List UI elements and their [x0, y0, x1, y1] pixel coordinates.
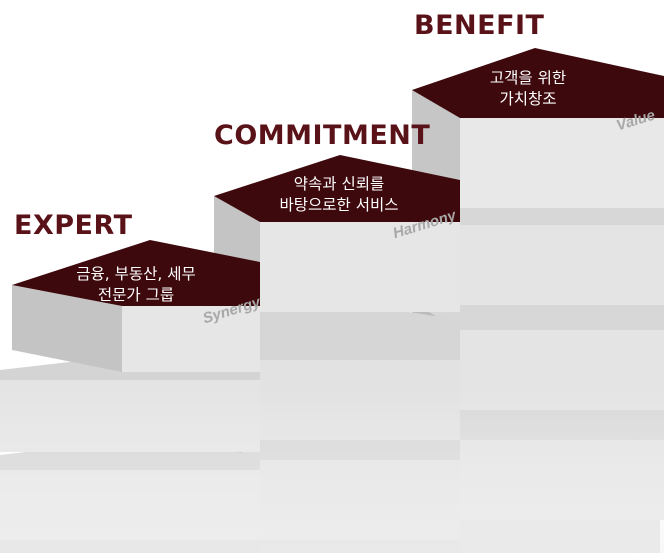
commitment-heading: COMMITMENT — [214, 120, 431, 151]
commitment-caption-line1: 약속과 신뢰를 — [293, 175, 385, 193]
expert-caption-line2: 전문가 그룹 — [97, 286, 175, 304]
expert-caption: 금융, 부동산, 세무 전문가 그룹 — [46, 264, 226, 306]
expert-heading: EXPERT — [14, 210, 133, 241]
expert-caption-line1: 금융, 부동산, 세무 — [76, 265, 196, 283]
benefit-caption-line1: 고객을 위한 — [489, 69, 567, 87]
benefit-heading: BENEFIT — [414, 10, 545, 41]
commitment-caption-line2: 바탕으로한 서비스 — [279, 196, 399, 214]
benefit-caption-line2: 가치창조 — [499, 90, 557, 108]
benefit-caption: 고객을 위한 가치창조 — [460, 68, 596, 110]
commitment-caption: 약속과 신뢰를 바탕으로한 서비스 — [254, 174, 424, 216]
expert-slab — [0, 440, 260, 540]
